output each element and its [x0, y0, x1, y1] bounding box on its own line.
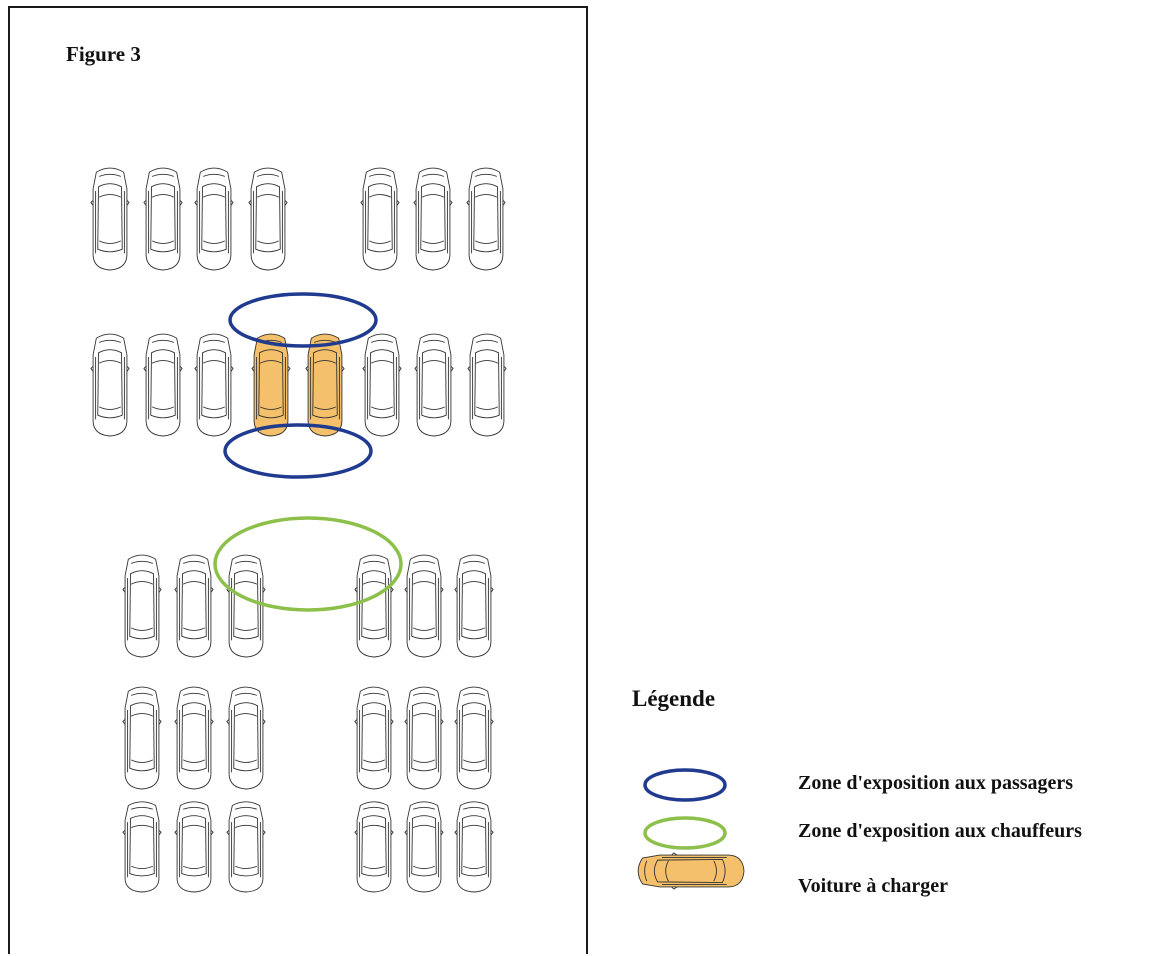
car-lower-row1-5 [404, 554, 444, 658]
car-row3-1 [90, 333, 130, 437]
car-row2-7 [466, 167, 506, 271]
car-row2-4 [248, 167, 288, 271]
legend-title: Légende [632, 686, 716, 711]
car-lower-row2-1 [122, 686, 162, 790]
car-row2-3 [194, 167, 234, 271]
car-row2-1 [90, 167, 130, 271]
car-row3-6 [362, 333, 402, 437]
car-row3-7 [414, 333, 454, 437]
legend-driver-ellipse [643, 816, 727, 850]
exposure-zones [213, 292, 403, 612]
passenger-zone-top [228, 292, 378, 348]
car-lower-row2-3 [226, 686, 266, 790]
car-lower-row2-4 [354, 686, 394, 790]
legend-label-driver-zone: Zone d'exposition aux chauffeurs [798, 820, 1082, 842]
car-lower-row3-5 [404, 801, 444, 893]
legend-passenger-ellipse [643, 768, 727, 802]
legend-label-passenger-zone: Zone d'exposition aux passagers [798, 772, 1074, 794]
car-to-charge-5 [305, 333, 345, 437]
car-row2-2 [143, 167, 183, 271]
figure-frame [8, 6, 588, 954]
car-lower-row2-5 [404, 686, 444, 790]
legend-car-body [637, 852, 745, 890]
car-lower-row1-2 [174, 554, 214, 658]
car-lower-row1-1 [122, 554, 162, 658]
car-lower-row2-6 [454, 686, 494, 790]
car-lower-row3-4 [354, 801, 394, 893]
car-lower-row1-3 [226, 554, 266, 658]
car-lower-row2-2 [174, 686, 214, 790]
car-lower-row1-6 [454, 554, 494, 658]
car-row3-8 [467, 333, 507, 437]
driver-zone [213, 516, 403, 612]
passenger-zone-bottom [223, 423, 373, 479]
legend-car-icon [637, 852, 745, 890]
car-row3-2 [143, 333, 183, 437]
legend-label-car-to-charge: Voiture à charger [798, 875, 948, 897]
car-to-charge-4 [251, 333, 291, 437]
car-row2-5 [360, 167, 400, 271]
car-lower-row3-1 [122, 801, 162, 893]
car-lower-row1-4 [354, 554, 394, 658]
car-lower-row3-3 [226, 801, 266, 893]
car-row3-3 [194, 333, 234, 437]
car-row2-6 [413, 167, 453, 271]
figure-title: Figure 3 [66, 42, 141, 66]
parked-cars [90, 167, 507, 893]
car-lower-row3-6 [454, 801, 494, 893]
car-lower-row3-2 [174, 801, 214, 893]
